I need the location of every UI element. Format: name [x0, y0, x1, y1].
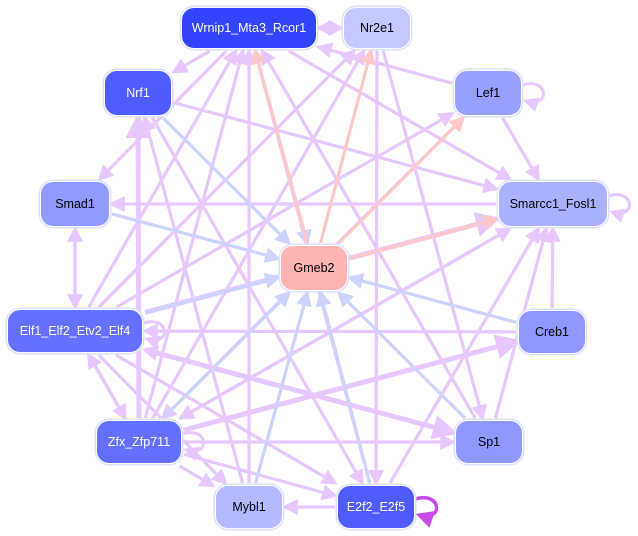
edge-zfx_zfp711-to-nrf1 — [125, 113, 151, 419]
node-smad1[interactable]: Smad1 — [40, 181, 110, 227]
edge-zfx_zfp711-to-nr2e1 — [151, 48, 366, 419]
node-label: Zfx_Zfp711 — [107, 435, 171, 449]
node-label: Lef1 — [475, 86, 501, 100]
node-lef1[interactable]: Lef1 — [454, 70, 522, 116]
node-gmeb2[interactable]: Gmeb2 — [280, 245, 348, 291]
edge-smarcc1_fosl1-to-zfx_zfp711 — [177, 227, 511, 420]
edge-nrf1-to-e2f2_e2f5 — [150, 117, 364, 486]
self-loop-smarcc1_fosl1 — [607, 193, 631, 223]
edge-mybl1-to-gmeb2 — [253, 289, 312, 484]
node-elf1-elf2-etv2-elf4[interactable]: Elf1_Elf2_Etv2_Elf4 — [7, 309, 143, 353]
node-label: Nr2e1 — [359, 21, 395, 35]
edge-gmeb2-to-smarcc1_fosl1 — [349, 214, 500, 260]
edge-smad1-to-gmeb2 — [111, 212, 282, 263]
node-label: Gmeb2 — [293, 261, 335, 275]
edge-zfx_zfp711-to-mybl1 — [178, 464, 216, 488]
self-loop-elf1_elf2_etv2_elf4 — [142, 320, 166, 350]
edge-nr2e1-to-e2f2_e2f5 — [368, 50, 385, 487]
node-sp1[interactable]: Sp1 — [455, 420, 523, 464]
self-loop-e2f2_e2f5 — [414, 495, 439, 528]
node-label: Wrnip1_Mta3_Rcor1 — [191, 21, 307, 35]
node-mybl1[interactable]: Mybl1 — [215, 485, 283, 529]
node-label: Mybl1 — [232, 500, 266, 514]
edge-nr2e1-to-sp1 — [381, 50, 487, 422]
edge-creb1-to-gmeb2 — [346, 273, 517, 324]
edge-sp1-to-wrnip1_mta3_rcor1 — [260, 48, 477, 419]
edge-zfx_zfp711-to-gmeb2 — [162, 290, 292, 420]
node-label: Smarcc1_Fosl1 — [509, 197, 597, 211]
edge-gmeb2-to-lef1 — [337, 115, 466, 245]
edge-elf1_elf2_etv2_elf4-to-lef1 — [115, 112, 455, 309]
edge-gmeb2-to-wrnip1_mta3_rcor1 — [250, 47, 309, 244]
edge-lef1-to-smarcc1_fosl1 — [501, 117, 540, 182]
edge-sp1-to-gmeb2 — [336, 290, 466, 420]
node-label: E2f2_E2f5 — [346, 500, 406, 514]
node-nr2e1[interactable]: Nr2e1 — [343, 7, 411, 49]
self-loop-zfx_zfp711 — [181, 431, 205, 461]
node-label: Creb1 — [534, 325, 570, 339]
node-e2f2-e2f5[interactable]: E2f2_E2f5 — [337, 485, 415, 529]
edge-zfx_zfp711-to-e2f2_e2f5 — [183, 452, 339, 501]
edge-wrnip1_mta3_rcor1-to-nrf1 — [171, 49, 211, 74]
edge-sp1-to-elf1_elf2_etv2_elf4 — [141, 345, 454, 434]
edge-e2f2_e2f5-to-gmeb2 — [315, 289, 372, 484]
node-label: Nrf1 — [126, 86, 150, 100]
node-label: Elf1_Elf2_Etv2_Elf4 — [19, 324, 131, 338]
edge-nrf1-to-smarcc1_fosl1 — [173, 101, 500, 194]
node-smarcc1-fosl1[interactable]: Smarcc1_Fosl1 — [498, 181, 608, 227]
node-wrnip1-mta3-rcor1[interactable]: Wrnip1_Mta3_Rcor1 — [181, 7, 317, 49]
edge-elf1_elf2_etv2_elf4-to-zfx_zfp711 — [87, 354, 127, 421]
node-zfx-zfp711[interactable]: Zfx_Zfp711 — [96, 420, 182, 464]
node-label: Sp1 — [477, 435, 501, 449]
edge-nrf1-to-gmeb2 — [162, 116, 292, 246]
node-nrf1[interactable]: Nrf1 — [104, 70, 172, 116]
edge-zfx_zfp711-to-creb1 — [183, 334, 521, 433]
edge-creb1-to-smarcc1_fosl1 — [544, 225, 561, 309]
edge-elf1_elf2_etv2_elf4-to-gmeb2 — [144, 273, 282, 315]
edge-gmeb2-to-nr2e1 — [319, 47, 376, 244]
node-label: Smad1 — [55, 197, 95, 211]
node-creb1[interactable]: Creb1 — [518, 310, 586, 354]
self-loop-lef1 — [521, 82, 545, 112]
